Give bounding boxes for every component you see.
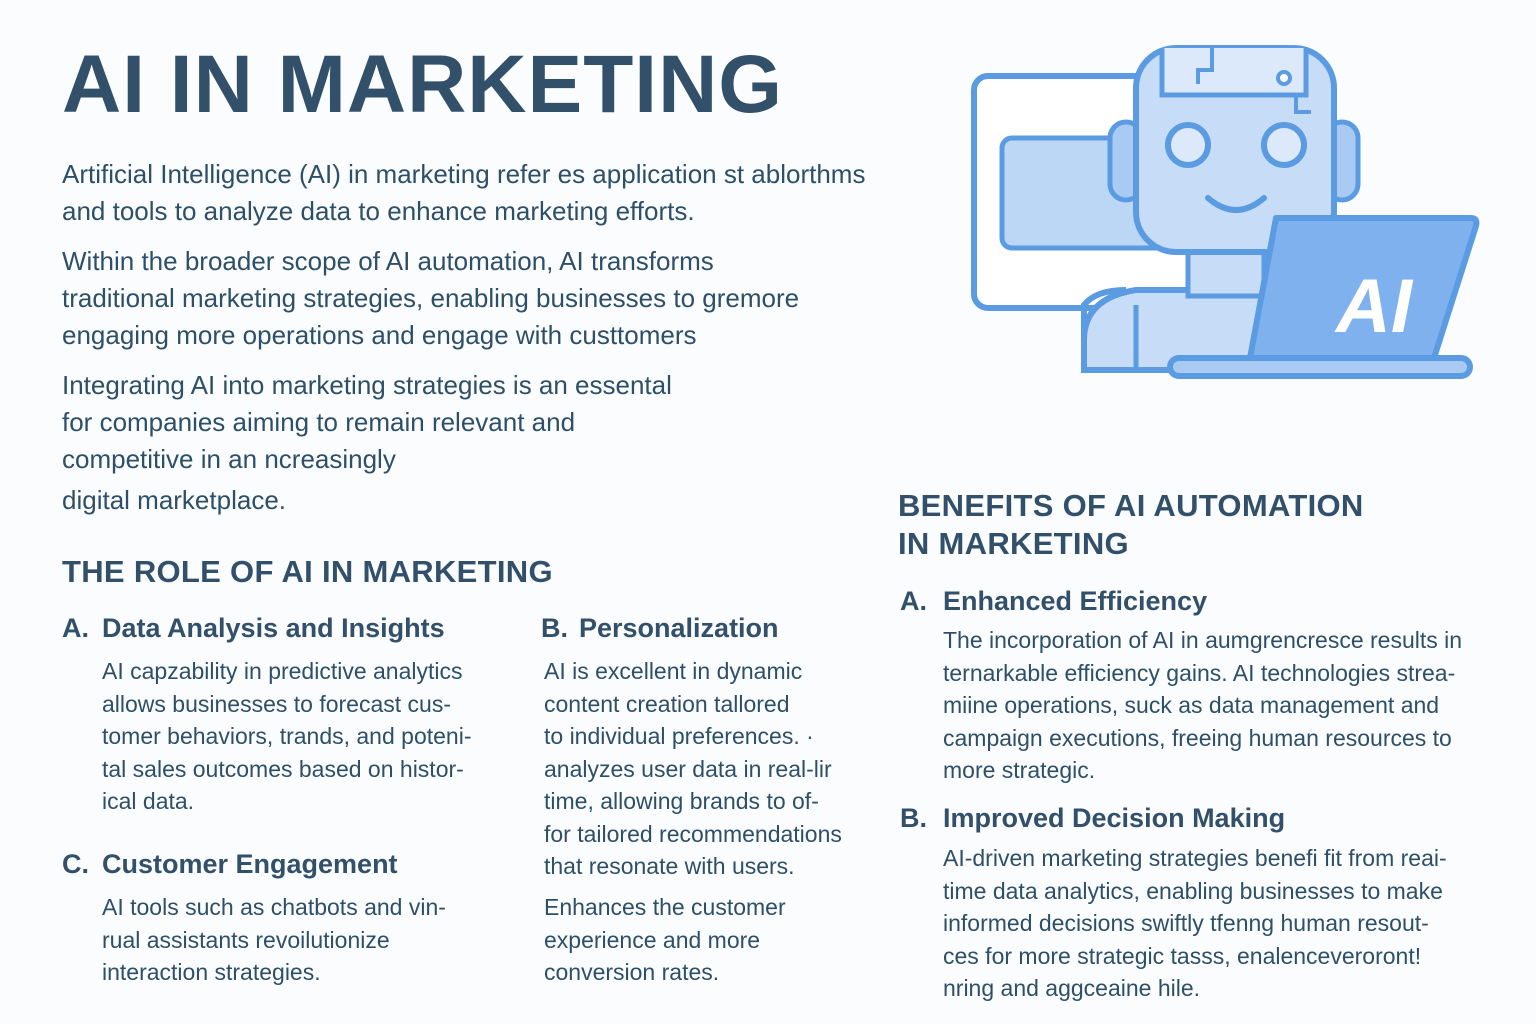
benefits-heading-line: IN MARKETING <box>898 526 1129 561</box>
body-line: time data analytics, enabling businesses… <box>943 877 1443 904</box>
list-marker: B. <box>900 803 927 833</box>
intro-line: and tools to analyze data to enhance mar… <box>62 196 695 226</box>
body-line: Enhances the customer <box>544 894 786 920</box>
body-line: miine operations, suck as data managemen… <box>943 692 1440 718</box>
body-line: tomer behaviors, trands, and poteni- <box>102 723 472 749</box>
intro-line: traditional marketing strategies, enabli… <box>62 283 800 313</box>
intro-line: engaging more operations and engage with… <box>62 320 697 350</box>
intro-line: digital marketplace. <box>62 485 286 515</box>
laptop-ai-label: AI <box>1334 264 1414 349</box>
intro-line: Integrating AI into marketing strategies… <box>62 370 672 400</box>
body-line: tal sales outcomes based on histor- <box>102 755 464 782</box>
role-item-b-body: AI is excellent in dynamic content creat… <box>544 655 842 883</box>
intro-line: for companies aiming to remain relevant … <box>62 407 576 437</box>
body-line: analyzes user data in real-lir <box>544 755 832 782</box>
intro-paragraph-1: Artificial Intelligence (AI) in marketin… <box>62 156 865 230</box>
body-line: ical data. <box>102 788 195 814</box>
body-line: AI is excellent in dynamic <box>544 658 803 684</box>
body-line: allows businesses to forecast cus- <box>102 690 451 717</box>
role-item-c-body: AI tools such as chatbots and vin- rual … <box>102 891 446 989</box>
body-line: more strategic. <box>943 757 1096 783</box>
body-line: for tailored recommendations <box>544 820 842 847</box>
robot-with-laptop-icon: AI <box>971 45 1480 379</box>
benefits-item-a-title: A. Enhanced Efficiency <box>900 585 1207 617</box>
page-title: AI IN MARKETING <box>62 39 784 130</box>
role-section-heading: THE ROLE OF AI IN MARKETING <box>62 553 553 591</box>
role-item-b-extra: Enhances the customer experience and mor… <box>544 891 786 989</box>
list-marker: A. <box>62 613 89 643</box>
benefits-item-b-title: B. Improved Decision Making <box>900 802 1285 834</box>
role-heading-line: THE ROLE OF AI IN MARKETING <box>62 554 553 589</box>
body-line: rual assistants revoilutionize <box>102 926 390 953</box>
body-line: experience and more <box>544 926 761 953</box>
role-item-title: Data Analysis and Insights <box>102 613 445 643</box>
body-line: time, allowing brands to of- <box>544 788 819 814</box>
intro-paragraph-2: Within the broader scope of AI automatio… <box>62 243 799 354</box>
body-line: AI-driven marketing strategies benefi fi… <box>943 845 1447 871</box>
benefits-section-heading: BENEFITS OF AI AUTOMATION IN MARKETING <box>898 487 1364 563</box>
body-line: content creation tallored <box>544 690 790 717</box>
benefits-item-title: Improved Decision Making <box>943 803 1286 833</box>
body-line: that resonate with users. <box>544 853 795 879</box>
role-item-a-body: AI capzability in predictive analytics a… <box>102 655 471 818</box>
body-line: interaction strategies. <box>102 959 321 985</box>
body-line: The incorporation of AI in aumgrencresce… <box>943 627 1463 653</box>
body-line: nring and aggceaine hile. <box>943 975 1201 1001</box>
benefits-item-title: Enhanced Efficiency <box>943 586 1208 616</box>
body-line: conversion rates. <box>544 959 720 985</box>
body-line: ces for more strategic tasss, enalenceve… <box>943 942 1422 969</box>
intro-paragraph-3: Integrating AI into marketing strategies… <box>62 367 672 519</box>
body-line: AI tools such as chatbots and vin- <box>102 894 446 920</box>
role-item-title: Personalization <box>579 613 779 643</box>
role-item-c-title: C. Customer Engagement <box>62 848 398 880</box>
role-item-a-title: A. Data Analysis and Insights <box>62 612 445 644</box>
body-line: AI capzability in predictive analytics <box>102 658 463 684</box>
body-line: ternarkable efficiency gains. AI technol… <box>943 659 1456 686</box>
list-marker: B. <box>541 613 568 643</box>
body-line: informed decisions swiftly tfenng human … <box>943 910 1429 936</box>
body-line: campaign executions, freeing human resou… <box>943 724 1452 751</box>
list-marker: A. <box>900 586 927 616</box>
benefits-item-a-body: The incorporation of AI in aumgrencresce… <box>943 624 1462 787</box>
intro-line: competitive in an ncreasingly <box>62 444 396 474</box>
intro-line: Within the broader scope of AI automatio… <box>62 246 714 276</box>
role-item-b-title: B. Personalization <box>541 612 779 644</box>
intro-line: Artificial Intelligence (AI) in marketin… <box>62 159 866 189</box>
list-marker: C. <box>62 849 89 879</box>
benefits-item-b-body: AI-driven marketing strategies benefi fi… <box>943 842 1447 1005</box>
body-line: to individual preferences. · <box>544 723 814 749</box>
role-item-title: Customer Engagement <box>102 849 398 879</box>
benefits-heading-line: BENEFITS OF AI AUTOMATION <box>898 488 1364 523</box>
